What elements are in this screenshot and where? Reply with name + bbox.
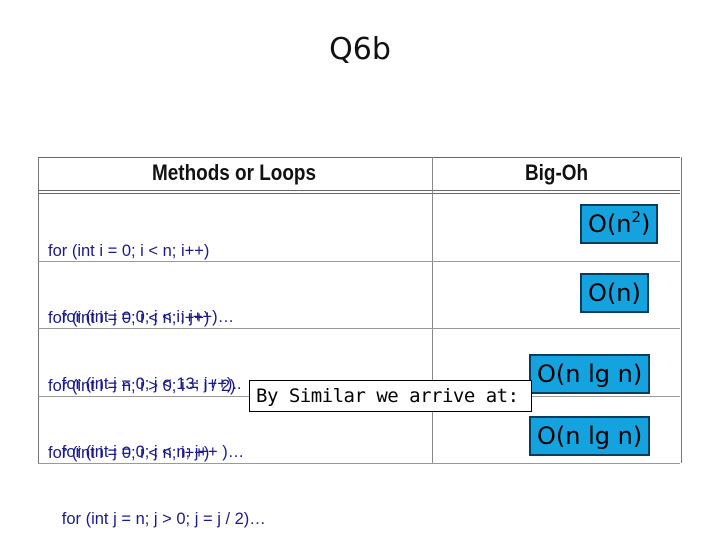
table-row: for (int i = n; i > 0; i = i / 2) for (i… (48, 331, 244, 485)
header-divider (38, 190, 680, 191)
code-line: for (int i = 0; i < n; i++) (48, 242, 210, 260)
table-row: for (int i = 0; i < n; i++) for (int j =… (48, 398, 266, 552)
complexity-table (38, 157, 682, 463)
header-divider-double (38, 193, 680, 194)
code-line: for (int j = n; j > 0; j = j / 2)… (48, 510, 266, 528)
answer-box: O(n2) (580, 204, 659, 244)
code-line: for (int j = 0; j < n; j++ )… (48, 443, 245, 461)
table-row: for (int i = 0; i < n; i++) for (int j =… (48, 263, 242, 417)
row-divider (38, 328, 680, 329)
code-line: for (int i = 0; i < n; i++) (48, 444, 210, 462)
slide-title: Q6b (329, 32, 391, 67)
header-bigoh: Big-Oh (525, 160, 589, 185)
answer-base: O(n (588, 210, 632, 238)
callout-note: By Similar we arrive at: (249, 380, 532, 412)
answer-box: O(n lg n) (529, 354, 651, 394)
answer-exponent: 2 (631, 208, 642, 226)
header-methods: Methods or Loops (152, 160, 316, 185)
table-bottom-border (38, 463, 680, 464)
table-top-border (38, 157, 680, 158)
answer-box: O(n lg n) (529, 416, 651, 456)
code-line: for (int j = 0; j < i; j++)… (48, 308, 235, 326)
table-row: for (int i = 0; i < n; i++) for (int j =… (48, 196, 234, 350)
code-line: for (int j = 0; j < 13; j++).. (48, 375, 242, 393)
answer-tail: ) (641, 210, 651, 238)
answer-box: O(n) (580, 273, 649, 313)
code-line: for (int i = 0; i < n; i++) (48, 309, 210, 327)
column-divider (432, 157, 433, 463)
row-divider (38, 261, 680, 262)
code-line: for (int i = n; i > 0; i = i / 2) (48, 377, 236, 395)
